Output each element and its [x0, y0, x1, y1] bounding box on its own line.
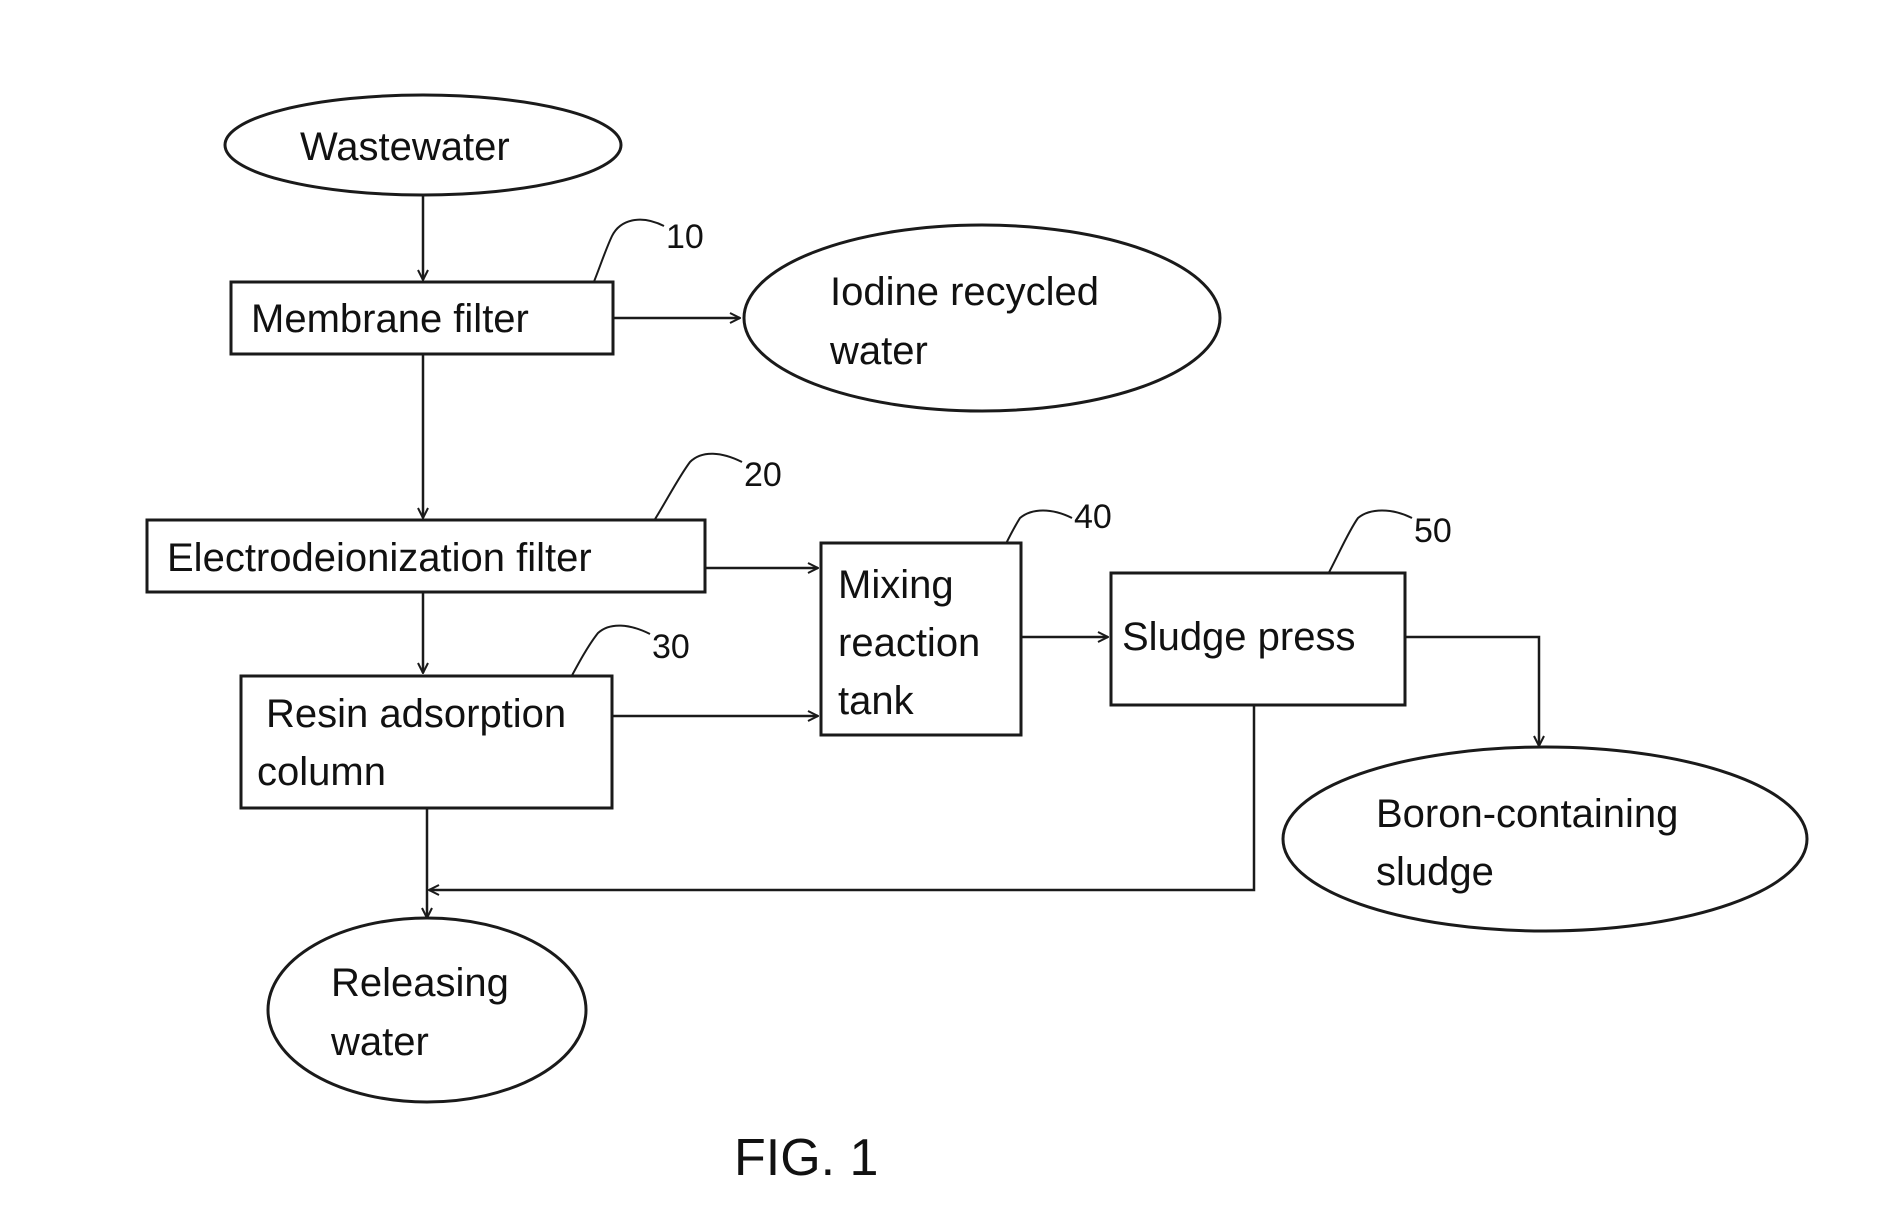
mixing-reaction-tank-label-line-2: reaction [838, 621, 980, 665]
iodine-recycled-water-label-line-2: water [829, 329, 928, 373]
releasing-water-ellipse [268, 918, 586, 1102]
node-iodine-recycled-water: Iodine recycled water [744, 225, 1220, 411]
membrane-filter-label: Membrane filter [251, 297, 529, 341]
electrodeionization-filter-label: Electrodeionization filter [167, 536, 592, 580]
node-resin-adsorption-column: Resin adsorption column [241, 676, 612, 808]
leader-50 [1326, 511, 1412, 579]
node-releasing-water: Releasing water [268, 918, 586, 1102]
edge-sludge-press-to-boron-containing-sludge [1400, 637, 1539, 746]
iodine-recycled-water-ellipse [744, 225, 1220, 411]
leader-20 [652, 454, 742, 524]
ref-numeral-40: 40 [1074, 498, 1112, 536]
node-boron-containing-sludge: Boron-containing sludge [1283, 747, 1807, 931]
boron-containing-sludge-label-line-2: sludge [1376, 850, 1494, 894]
resin-adsorption-column-label-line-2: column [257, 750, 386, 794]
mixing-reaction-tank-label-line-3: tank [838, 679, 915, 723]
resin-adsorption-column-label-line-1: Resin adsorption [266, 692, 566, 736]
node-sludge-press: Sludge press [1111, 573, 1405, 705]
wastewater-label: Wastewater [300, 125, 510, 169]
node-wastewater: Wastewater [225, 95, 621, 195]
ref-numeral-10: 10 [666, 218, 704, 256]
node-mixing-reaction-tank: Mixing reaction tank [821, 543, 1021, 735]
figure-label: FIG. 1 [734, 1129, 878, 1187]
node-membrane-filter: Membrane filter [231, 282, 613, 354]
node-electrodeionization-filter: Electrodeionization filter [147, 520, 705, 592]
ref-numeral-30: 30 [652, 628, 690, 666]
mixing-reaction-tank-label-line-1: Mixing [838, 563, 954, 607]
releasing-water-label-line-2: water [330, 1020, 429, 1064]
ref-numeral-50: 50 [1414, 512, 1452, 550]
boron-containing-sludge-label-line-1: Boron-containing [1376, 792, 1678, 836]
boron-containing-sludge-ellipse [1283, 747, 1807, 931]
sludge-press-label: Sludge press [1122, 615, 1355, 659]
releasing-water-label-line-1: Releasing [331, 961, 509, 1005]
ref-numeral-20: 20 [744, 456, 782, 494]
iodine-recycled-water-label-line-1: Iodine recycled [830, 270, 1099, 314]
